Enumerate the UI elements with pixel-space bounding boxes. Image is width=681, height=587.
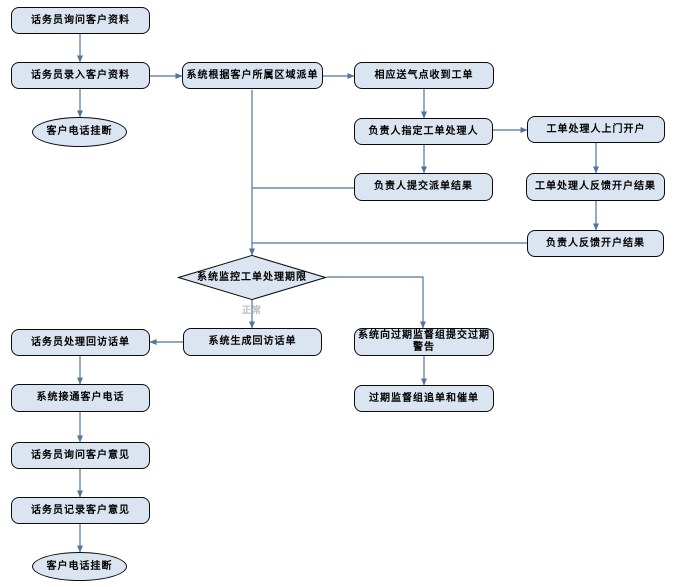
node-label: 系统生成回访话单 [208, 336, 297, 347]
node-label: 系统接通客户电话 [36, 392, 125, 403]
node-record-customer-opinion: 话务员记录客户意见 [11, 497, 150, 524]
node-leader-feedback: 负责人反馈开户结果 [527, 230, 664, 257]
node-overdue-chase: 过期监督组追单和催单 [354, 385, 494, 412]
node-label: 负责人提交派单结果 [374, 181, 473, 192]
node-handler-visit-open: 工单处理人上门开户 [527, 116, 665, 143]
node-handle-callback: 话务员处理回访话单 [11, 329, 150, 356]
node-enter-customer-info: 话务员录入客户资料 [11, 62, 150, 89]
connector [327, 276, 426, 329]
node-customer-hangup-bottom: 客户电话挂断 [32, 552, 127, 581]
node-generate-callback: 系统生成回访话单 [183, 328, 322, 356]
node-handler-feedback: 工单处理人反馈开户结果 [526, 173, 665, 201]
decision-diamond-shape [177, 255, 327, 300]
node-label: 系统根据客户所属区域派单 [186, 69, 319, 81]
node-label: 话务员询问客户资料 [31, 14, 130, 26]
edge-label-normal: 正常 [241, 305, 263, 315]
node-dispatch-by-region: 系统根据客户所属区域派单 [182, 62, 323, 89]
node-label: 负责人反馈开户结果 [546, 237, 645, 249]
node-ask-customer-opinion: 话务员询问客户意见 [11, 442, 150, 469]
node-label: 客户电话挂断 [46, 126, 113, 137]
node-monitor-deadline: 系统监控工单处理期限 [177, 255, 327, 300]
node-customer-hangup-top: 客户电话挂断 [32, 117, 127, 147]
node-overdue-warning: 系统向过期监督组提交过期 警告 [354, 328, 494, 356]
node-label: 话务员处理回访话单 [31, 336, 130, 348]
node-label: 系统向过期监督组提交过期 警告 [358, 330, 490, 353]
node-connect-customer-phone: 系统接通客户电话 [11, 384, 150, 412]
node-label: 工单处理人上门开户 [546, 123, 646, 135]
node-label: 话务员询问客户意见 [31, 449, 130, 461]
node-label: 负责人指定工单处理人 [368, 125, 479, 137]
node-label: 话务员记录客户意见 [31, 504, 130, 516]
node-label: 话务员录入客户资料 [31, 69, 130, 81]
node-label: 工单处理人反馈开户结果 [535, 181, 656, 192]
node-label: 相应送气点收到工单 [374, 69, 474, 81]
node-label: 客户电话挂断 [46, 560, 113, 572]
node-gas-point-receive: 相应送气点收到工单 [354, 62, 494, 89]
node-label: 系统监控工单处理期限 [197, 271, 307, 283]
node-ask-customer-info: 话务员询问客户资料 [11, 7, 150, 34]
node-label: 过期监督组追单和催单 [369, 392, 479, 404]
node-submit-dispatch-result: 负责人提交派单结果 [354, 173, 493, 201]
node-assign-handler: 负责人指定工单处理人 [354, 118, 493, 145]
